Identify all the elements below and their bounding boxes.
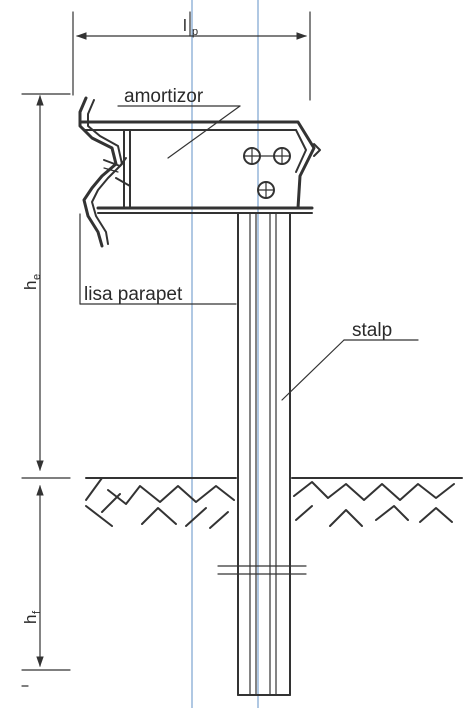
ground-surface — [85, 477, 463, 529]
leader-lines — [79, 105, 419, 401]
top-dimension-label: l — [183, 16, 187, 35]
top-dimension-subscript: p — [192, 26, 198, 38]
height-embedded-label: h — [21, 615, 40, 624]
height-embedded-subscript: f — [31, 610, 43, 614]
guardrail-beam-profile — [78, 96, 131, 248]
height-dimensions: h e h f — [21, 93, 71, 687]
absorber-block — [80, 120, 321, 214]
post-label: stalp — [352, 320, 392, 341]
post — [217, 212, 307, 696]
height-exposed-subscript: e — [31, 274, 43, 280]
guardrail-beam-label: lisa parapet — [84, 284, 183, 305]
height-exposed-label: h — [21, 281, 40, 290]
ground-hatching — [85, 477, 455, 529]
post-break-symbol — [217, 565, 307, 575]
construction-guide-lines — [191, 0, 259, 708]
absorber-label: amortizor — [124, 86, 204, 107]
top-dimension: l p — [72, 11, 311, 101]
